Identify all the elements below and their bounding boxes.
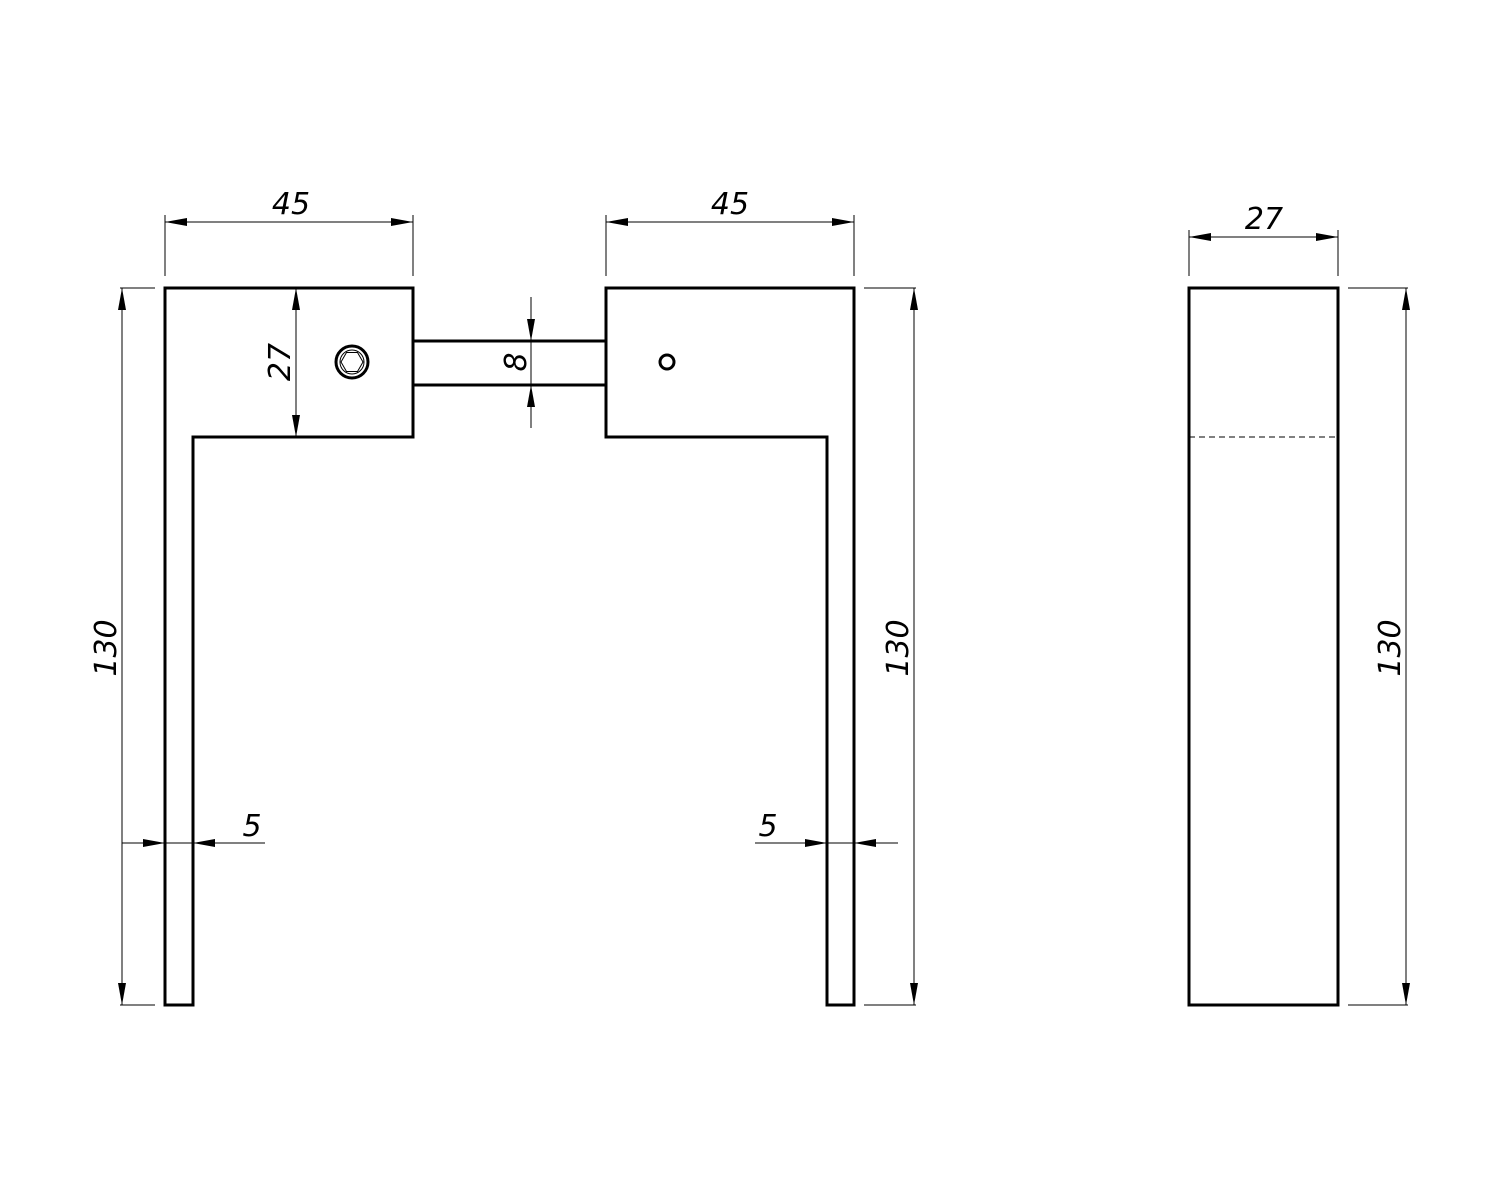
dimension-label: 5: [242, 809, 261, 844]
dimension-spindle-size: 8: [499, 297, 535, 428]
dimension-label: 130: [881, 619, 916, 676]
dimension-label: 45: [711, 187, 749, 222]
dimension-left-thickness: 5: [122, 809, 265, 847]
dimension-head-height: 27: [263, 288, 300, 437]
dimension-right-width: 45: [605, 187, 855, 276]
dimension-left-width: 45: [164, 187, 414, 276]
pin-hole-icon: [658, 353, 676, 371]
hex-socket-screw-icon: [334, 344, 370, 380]
dimension-label: 8: [499, 352, 534, 371]
dimension-right-height: 130: [864, 287, 918, 1006]
dimension-label: 27: [263, 343, 298, 381]
dimension-label: 130: [89, 619, 124, 676]
dimension-label: 130: [1373, 619, 1408, 676]
dimension-label: 45: [272, 187, 310, 222]
dimension-label: 27: [1245, 202, 1283, 237]
right-handle-outline: [604, 286, 856, 1007]
dimension-side-width: 27: [1188, 202, 1339, 276]
left-handle-outline: [163, 286, 415, 1007]
dimension-label: 5: [758, 809, 777, 844]
side-view-outline: [1187, 286, 1340, 1007]
dimension-right-thickness: 5: [755, 809, 898, 847]
dimension-left-height: 130: [89, 287, 155, 1006]
dimension-side-height: 130: [1348, 287, 1410, 1006]
spindle-outline: [413, 339, 606, 387]
